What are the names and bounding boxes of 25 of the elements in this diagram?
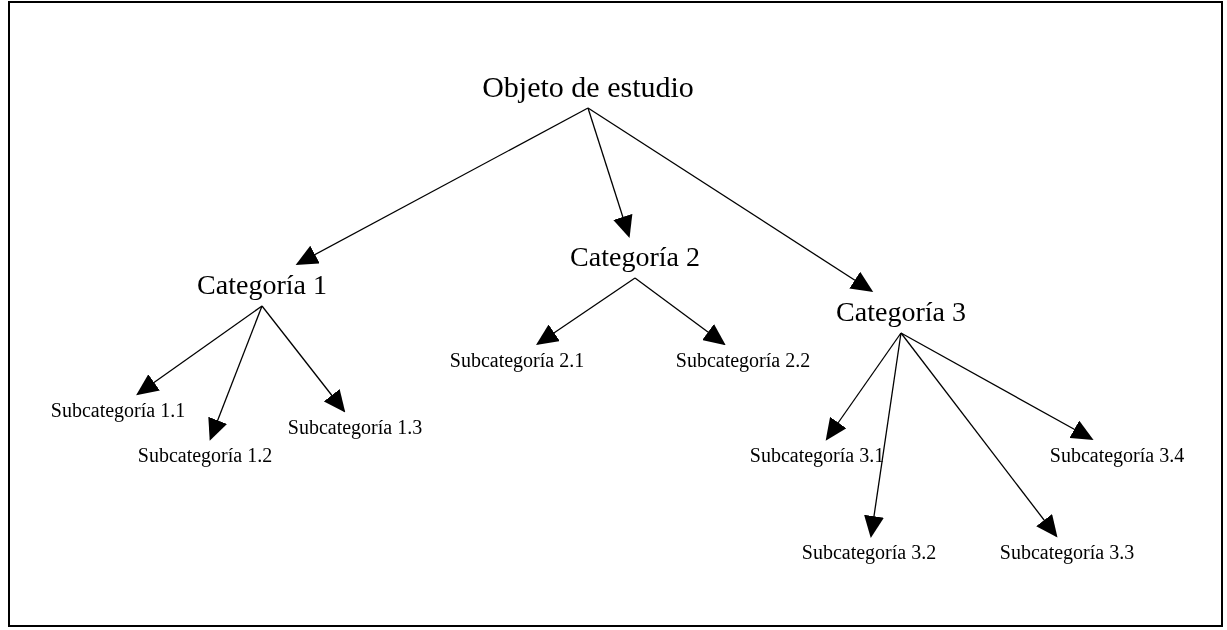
arrow bbox=[864, 332, 902, 538]
arrow bbox=[208, 305, 263, 441]
arrow bbox=[900, 332, 1058, 538]
arrow bbox=[295, 107, 589, 265]
arrow bbox=[587, 107, 633, 238]
category-label: Categoría 3 bbox=[836, 298, 966, 326]
subcategory-label: Subcategoría 1.2 bbox=[137, 445, 273, 465]
category-label: Objeto de estudio bbox=[482, 72, 694, 102]
category-label: Categoría 2 bbox=[570, 243, 700, 271]
arrow bbox=[634, 277, 726, 346]
arrow bbox=[536, 277, 636, 346]
subcategory-label: Subcategoría 1.3 bbox=[287, 417, 423, 437]
subcategory-label: Subcategoría 1.1 bbox=[50, 400, 186, 420]
arrow bbox=[900, 332, 1094, 440]
arrow bbox=[587, 107, 874, 293]
arrow bbox=[136, 305, 263, 396]
subcategory-label: Subcategoría 3.1 bbox=[749, 445, 885, 465]
category-label: Categoría 1 bbox=[197, 271, 327, 299]
subcategory-label: Subcategoría 2.1 bbox=[449, 350, 585, 370]
subcategory-label: Subcategoría 3.2 bbox=[801, 542, 937, 562]
subcategory-label: Subcategoría 2.2 bbox=[675, 350, 811, 370]
arrow bbox=[261, 305, 346, 413]
subcategory-label: Subcategoría 3.4 bbox=[1049, 445, 1185, 465]
arrow bbox=[825, 332, 902, 441]
subcategory-label: Subcategoría 3.3 bbox=[999, 542, 1135, 562]
